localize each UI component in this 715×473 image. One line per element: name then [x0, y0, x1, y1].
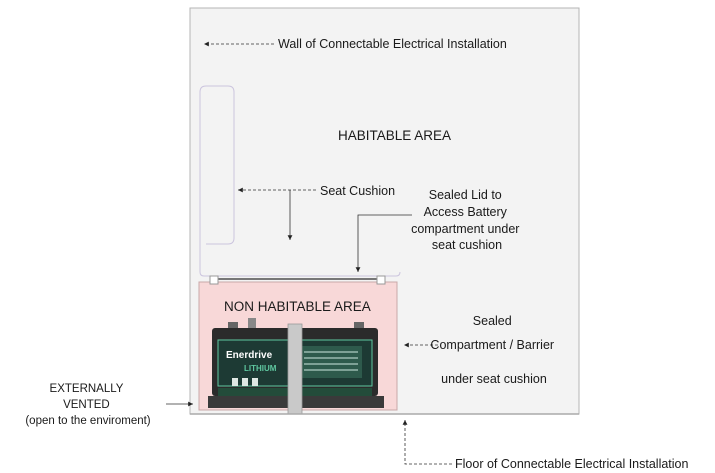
- seat-cushion-label: Seat Cushion: [320, 184, 395, 198]
- barrier-strap: [287, 323, 303, 415]
- externally-vented-line-1: EXTERNALLY: [50, 383, 124, 395]
- seat-cushion-outline: [199, 85, 401, 277]
- battery-brand: Enerdrive: [226, 350, 273, 361]
- wall-label: Wall of Connectable Electrical Installat…: [278, 37, 507, 51]
- habitable-area-label: HABITABLE AREA: [338, 128, 451, 143]
- sealed-compartment-line-3: under seat cushion: [441, 372, 547, 386]
- sealed-compartment-line-1: Sealed: [473, 314, 512, 328]
- sealed-lid-line-1: Sealed Lid to: [429, 188, 502, 202]
- sealed-lid-line-4: seat cushion: [432, 238, 502, 252]
- leader-lines: [166, 41, 452, 465]
- sealed-compartment-line-2: Compartment / Barrier: [430, 338, 554, 352]
- non-habitable-area-label: NON HABITABLE AREA: [224, 299, 371, 314]
- sealed-lid: [209, 275, 386, 285]
- externally-vented-line-3: (open to the enviroment): [25, 415, 150, 427]
- battery-model: LITHIUM: [244, 364, 277, 373]
- floor-label: Floor of Connectable Electrical Installa…: [455, 457, 689, 471]
- sealed-compartment-label: Sealed Compartment / Barrier under seat …: [430, 314, 557, 386]
- sealed-lid-line-3: compartment under: [411, 222, 519, 236]
- sealed-lid-label: Sealed Lid to Access Battery compartment…: [411, 188, 523, 252]
- externally-vented-label: EXTERNALLY VENTED (open to the enviromen…: [25, 383, 150, 427]
- sealed-lid-line-2: Access Battery: [424, 205, 508, 219]
- externally-vented-line-2: VENTED: [63, 399, 110, 411]
